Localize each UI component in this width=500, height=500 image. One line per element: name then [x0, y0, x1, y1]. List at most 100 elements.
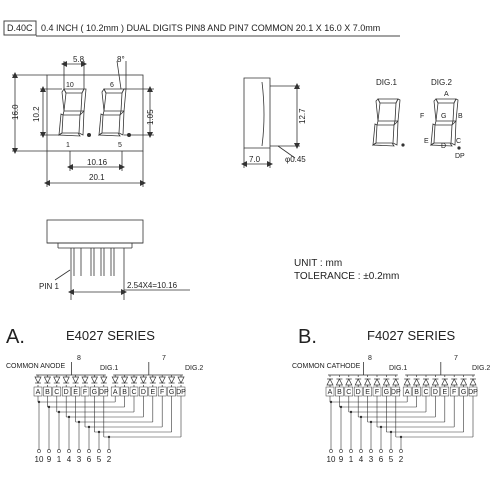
led-diode — [392, 378, 400, 386]
pin-label-6: 6 — [110, 82, 114, 89]
digit-diagram: DIG.1 DIG.2 A B C D E F G DP — [371, 78, 465, 160]
led-diode — [354, 378, 362, 386]
led-diode — [441, 378, 449, 386]
led-diode — [139, 376, 147, 384]
schematic-b: B. F4027 SERIES COMMON CATHODE DIG.1 DIG… — [292, 326, 490, 464]
segment-label: E — [150, 389, 155, 396]
schematic-b-letter: B. — [298, 326, 317, 348]
segment-label-f: F — [420, 113, 424, 120]
front-digit-1 — [57, 88, 87, 137]
segment-label: E — [73, 389, 78, 396]
segment-label: B — [122, 389, 127, 396]
pin-terminal — [107, 449, 111, 453]
segment-label: F — [452, 389, 456, 396]
led-diode — [326, 378, 334, 386]
led-diode — [413, 378, 421, 386]
digit-diagram-dig1: DIG.1 — [376, 78, 397, 87]
led-diode — [100, 376, 108, 384]
schematic-a-network — [33, 362, 186, 453]
segment-label-d: D — [441, 143, 446, 150]
schematic-a-series: E4027 SERIES — [66, 328, 155, 343]
dim-digit-pitch: 10.16 — [87, 158, 108, 167]
led-diode — [422, 378, 430, 386]
bottom-view — [46, 219, 190, 300]
led-diode — [177, 376, 185, 384]
header-bar: D.40C 0.4 INCH ( 10.2mm ) DUAL DIGITS PI… — [3, 20, 400, 37]
schematic-b-network — [325, 362, 478, 453]
dim-side-height: 12.7 — [298, 108, 307, 124]
schematic-b-dig1: DIG.1 — [389, 365, 407, 372]
junction-dot — [349, 410, 353, 414]
front-digit-2 — [97, 88, 127, 137]
schematic-b-dig2: DIG.2 — [472, 365, 490, 372]
segment-label: B — [45, 389, 50, 396]
segment-label-g: G — [441, 113, 446, 120]
led-diode — [72, 376, 80, 384]
led-diode — [168, 376, 176, 384]
segment-label: C — [423, 389, 428, 396]
pin-terminal — [389, 449, 393, 453]
led-diode — [111, 376, 119, 384]
side-view-labels: 12.7 7.0 φ0.45 — [249, 108, 307, 164]
junction-dot — [97, 430, 101, 434]
header-code-box — [3, 20, 37, 36]
segment-label-e: E — [424, 138, 429, 145]
segment-label: E — [442, 389, 447, 396]
segment-label-a: A — [444, 91, 449, 98]
segment-label: G — [461, 389, 466, 396]
schematic-a: A. E4027 SERIES COMMON ANODE DIG.1 DIG.2… — [6, 326, 203, 464]
pin-label-1: 1 — [66, 142, 70, 149]
pin-number: 2 — [399, 455, 404, 464]
dim-top-left: 5.8 — [73, 55, 85, 64]
pin-number: 3 — [77, 455, 82, 464]
schematic-a-common-pin-1: 8 — [77, 355, 81, 362]
junction-dot — [379, 425, 383, 429]
led-diode — [469, 378, 477, 386]
pin-terminal — [87, 449, 91, 453]
schematic-b-series: F4027 SERIES — [367, 328, 455, 343]
pin-number: 10 — [327, 455, 336, 464]
segment-label: A — [328, 389, 333, 396]
pin-number: 4 — [67, 455, 72, 464]
dim-height-total: 16.0 — [11, 104, 20, 120]
schematic-b-common-pin-1: 8 — [368, 355, 372, 362]
segment-label: G — [92, 389, 97, 396]
junction-dot — [47, 405, 51, 409]
segment-label: D — [64, 389, 69, 396]
pin-terminal — [349, 449, 353, 453]
segment-label: DP — [468, 389, 478, 396]
junction-dot — [77, 420, 81, 424]
side-view — [241, 77, 300, 168]
pin-number: 9 — [339, 455, 344, 464]
pin-terminal — [67, 449, 71, 453]
pin-terminal — [57, 449, 61, 453]
pin-number: 1 — [349, 455, 354, 464]
notes: UNIT : mm TOLERANCE : ±0.2mm — [294, 258, 399, 282]
dim-width-total: 20.1 — [89, 173, 105, 182]
pin-number: 2 — [107, 455, 112, 464]
note-unit: UNIT : mm — [294, 258, 342, 269]
junction-dot — [359, 415, 363, 419]
schematic-b-common-pin-2: 7 — [454, 355, 458, 362]
led-diode — [460, 378, 468, 386]
pin-terminal — [399, 449, 403, 453]
led-diode — [34, 376, 42, 384]
segment-label: A — [113, 389, 118, 396]
pin-terminal — [97, 449, 101, 453]
pin-terminal — [379, 449, 383, 453]
bottom-body-outline — [46, 219, 144, 244]
segment-label: DP — [391, 389, 401, 396]
led-diode — [90, 376, 98, 384]
bottom-pin1-label: PIN 1 — [39, 282, 60, 291]
led-diode — [450, 378, 458, 386]
segment-label: DP — [176, 389, 186, 396]
dim-height-digit: 10.2 — [32, 106, 41, 122]
segment-label: C — [54, 389, 59, 396]
front-body-outline — [46, 74, 144, 152]
junction-dot — [329, 400, 333, 404]
segment-label: D — [433, 389, 438, 396]
